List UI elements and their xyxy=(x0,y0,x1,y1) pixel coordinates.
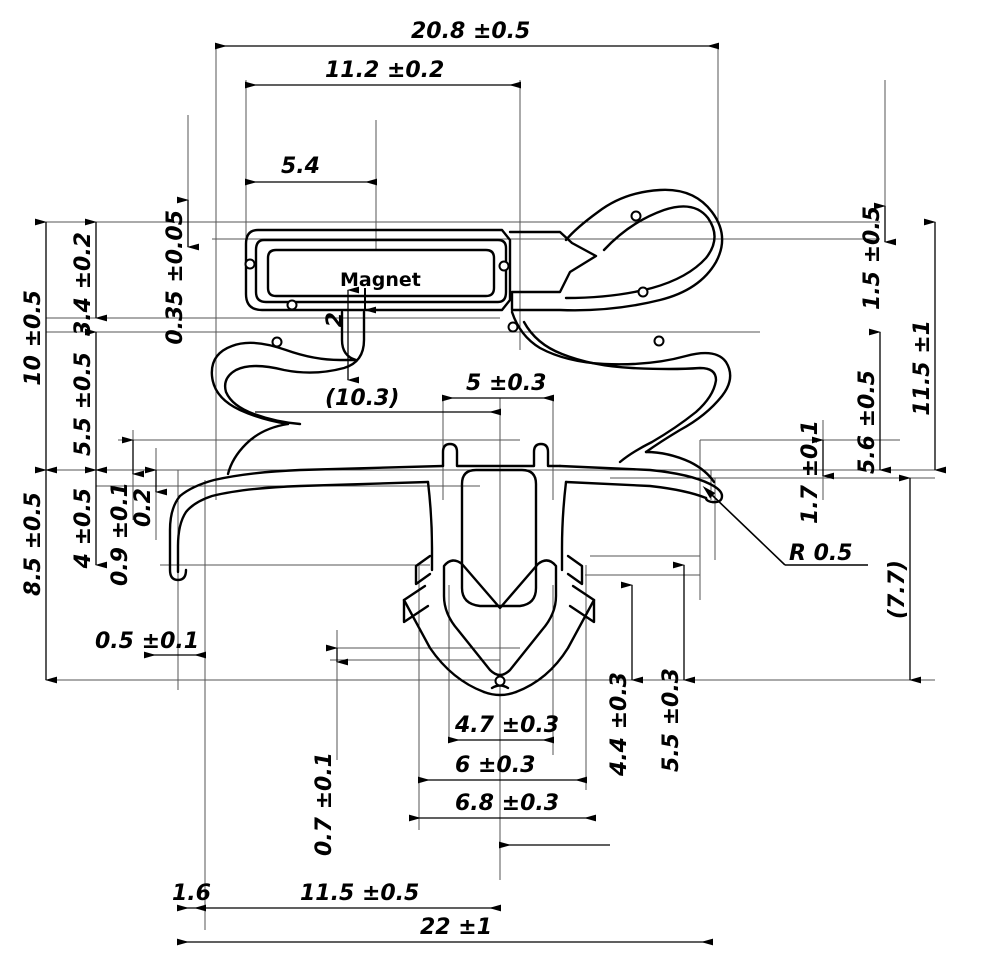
tail-outer-right xyxy=(514,598,596,694)
dimtext-22: 22 ±1 xyxy=(420,915,492,940)
mid-right-wing-bottom xyxy=(522,320,718,464)
dot-5 xyxy=(637,286,649,298)
middle-dimension-texts: 2 (10.3) 5 ±0.3 xyxy=(323,312,546,411)
right-fin-tip xyxy=(704,482,724,504)
dimtext-4-7: 4.7 ±0.3 xyxy=(454,713,559,738)
mid-left-tip xyxy=(226,422,290,476)
dot-1 xyxy=(244,258,256,270)
dimtext-10: 10 ±0.5 xyxy=(21,290,46,386)
dimtext-0-7: 0.7 ±0.1 xyxy=(312,752,337,856)
body-left-wall xyxy=(426,480,434,572)
dimtext-11-2: 11.2 ±0.2 xyxy=(325,58,444,83)
dimtext-6-8: 6.8 ±0.3 xyxy=(455,791,559,816)
profile-witness-dots xyxy=(244,210,665,687)
right-fin-top-edge xyxy=(558,464,712,486)
dot-3 xyxy=(498,260,510,272)
right-dimension-texts: 1.5 ±0.5 11.5 ±1 5.6 ±0.5 1.7 ±0.1 (7.7)… xyxy=(789,206,935,619)
magnet-label: Magnet xyxy=(340,269,421,291)
dimtext-11-5h: 11.5 ±0.5 xyxy=(300,881,419,906)
tail-outer-left xyxy=(402,598,486,694)
dimtext-5-4: 5.4 xyxy=(281,154,320,179)
bottom-dimension-texts: 4.4 ±0.3 5.5 ±0.3 0.7 ±0.1 4.7 ±0.3 6 ±0… xyxy=(172,668,684,940)
dimtext-8-5: 8.5 ±0.5 xyxy=(21,492,46,596)
dimtext-R05: R 0.5 xyxy=(789,541,853,566)
central-chamber xyxy=(460,468,538,608)
bottom-dimensions xyxy=(177,561,713,946)
upper-hook-inner xyxy=(564,205,716,300)
gasket-profile-outline xyxy=(168,188,732,697)
leader-R05-diag xyxy=(702,486,786,566)
dimtext-0-9: 0.9 ±0.1 xyxy=(108,482,133,586)
left-dimensions xyxy=(35,196,206,684)
dimtext-20-8: 20.8 ±0.5 xyxy=(411,19,530,44)
top-dimensions xyxy=(215,42,719,186)
dot-8 xyxy=(653,335,665,347)
dimtext-5-6: 5.6 ±0.5 xyxy=(855,370,880,474)
left-fin-top-edge xyxy=(178,464,445,498)
magnet-pocket-outer xyxy=(244,228,512,312)
body-right-wall xyxy=(560,480,568,572)
dimtext-6: 6 ±0.3 xyxy=(455,753,535,778)
tail-inner-chamber xyxy=(442,559,558,677)
dimtext-7-7: (7.7) xyxy=(885,560,910,619)
dot-2 xyxy=(286,299,298,311)
mid-right-tip xyxy=(644,450,716,484)
dimtext-11-5v: 11.5 ±1 xyxy=(910,320,935,416)
dimtext-1-7: 1.7 ±0.1 xyxy=(798,420,823,524)
dimtext-3-4: 3.4 ±0.2 xyxy=(71,232,96,336)
magnet-label-group: Magnet xyxy=(340,269,421,314)
barb-left-lower xyxy=(402,584,430,624)
dot-9 xyxy=(494,675,506,687)
dimtext-0-35: 0.35 ±0.05 xyxy=(163,210,188,345)
left-lip-top xyxy=(441,442,562,468)
barb-right-upper xyxy=(566,554,584,586)
right-dimensions xyxy=(702,202,946,684)
dot-6 xyxy=(507,321,519,333)
dimtext-2: 2 xyxy=(323,312,348,327)
middle-dimensions xyxy=(255,286,554,416)
top-dimension-texts: 20.8 ±0.5 11.2 ±0.2 5.4 xyxy=(281,19,530,179)
dimtext-4-4: 4.4 ±0.3 xyxy=(607,672,632,777)
dimtext-0-5: 0.5 ±0.1 xyxy=(95,629,199,654)
dimtext-10-3: (10.3) xyxy=(325,386,399,411)
dot-7 xyxy=(271,336,283,348)
dimtext-1-6: 1.6 xyxy=(172,881,211,906)
barb-left-upper xyxy=(414,554,432,586)
left-fin-tip xyxy=(168,494,188,582)
mid-left-wing-bottom xyxy=(223,310,366,426)
dimtext-5-5B: 5.5 ±0.3 xyxy=(659,668,684,772)
magnet-pocket-inner xyxy=(254,238,508,304)
upper-hook-outer xyxy=(508,188,724,312)
dimtext-5-5L: 5.5 ±0.5 xyxy=(71,352,96,456)
mid-right-wing-top xyxy=(510,310,732,454)
left-dimension-texts: 0.35 ±0.05 3.4 ±0.2 10 ±0.5 5.5 ±0.5 8.5… xyxy=(21,210,199,654)
right-fin-bottom-edge xyxy=(564,480,708,500)
dimtext-0-2: 0.2 xyxy=(131,488,156,527)
dimtext-5: 5 ±0.3 xyxy=(466,371,546,396)
tail-bottom xyxy=(482,690,518,697)
magnet-cavity xyxy=(266,248,496,298)
barb-right-lower xyxy=(568,584,596,624)
dimtext-4: 4 ±0.5 xyxy=(71,488,96,569)
left-fin-bottom-edge xyxy=(176,480,430,574)
dimtext-1-5: 1.5 ±0.5 xyxy=(860,206,885,310)
dot-4 xyxy=(630,210,642,222)
